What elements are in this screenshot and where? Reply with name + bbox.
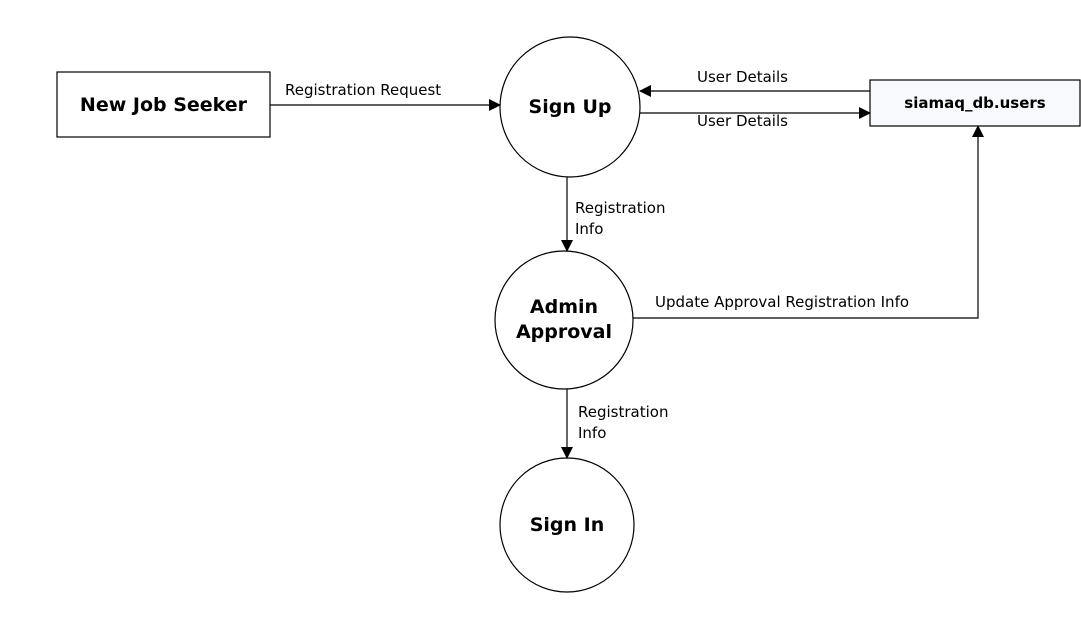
data-store-box [869,79,1081,127]
update-approval-label: Update Approval Registration Info [655,293,910,311]
sign-up-label: Sign Up [528,95,612,118]
external-entity-label: New Job Seeker [79,93,248,116]
flow-update-approval [633,125,984,319]
user-details-in-label: User Details [697,68,788,86]
data-store-label: siamaq_db.users [904,94,1046,112]
user-details-out-label: User Details [697,112,788,130]
registration-info-2-label: Registration Info [578,403,669,442]
sign-in-label: Sign In [529,513,605,536]
registration-info-1-label: Registration Info [575,199,666,238]
external-entity-box [56,71,271,138]
admin-approval-label: Admin Approval [515,296,613,343]
registration-request-label: Registration Request [285,81,442,99]
